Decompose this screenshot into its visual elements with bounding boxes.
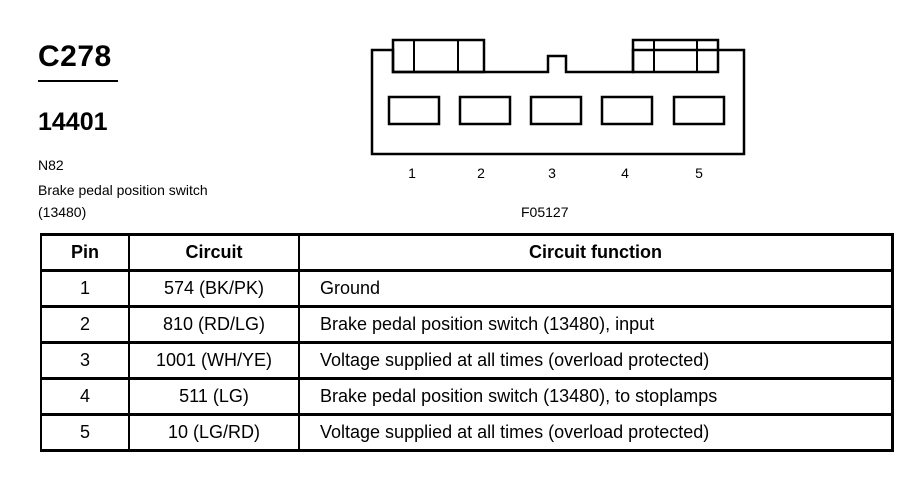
right-lock-tab	[631, 38, 720, 74]
cell-circuit: 511 (LG)	[130, 380, 300, 416]
terminal-cavity-1	[387, 95, 441, 126]
pin-label-3: 3	[548, 165, 556, 181]
component-code: N82	[38, 157, 64, 173]
terminal-cavity-3	[529, 95, 583, 126]
header-circuit: Circuit	[130, 236, 300, 272]
cell-circuit-function: Voltage supplied at all times (overload …	[320, 422, 710, 442]
cell-circuit-function: Ground	[300, 272, 891, 308]
terminal-cavity-2	[458, 95, 512, 126]
table-row: 4 511 (LG) Brake pedal position switch (…	[42, 380, 891, 416]
pin-label-2: 2	[477, 165, 485, 181]
connector-face-diagram: 1 2 3 4 5	[370, 38, 746, 181]
cell-circuit: 574 (BK/PK)	[130, 272, 300, 308]
connector-body-outline	[370, 48, 746, 156]
header-pin: Pin	[42, 236, 130, 272]
part-number: 14401	[38, 108, 108, 136]
table-row: 2 810 (RD/LG) Brake pedal position switc…	[42, 308, 891, 344]
left-lock-tab	[391, 38, 486, 74]
cell-circuit-function: Voltage supplied at all times (overload …	[300, 344, 891, 380]
connector-id: C278	[38, 40, 112, 73]
component-name: Brake pedal position switch (13480)	[38, 182, 208, 220]
cell-circuit-function: Brake pedal position switch (13480), inp…	[300, 308, 891, 344]
pin-label-5: 5	[695, 165, 703, 181]
header-circuit-function: Circuit function	[300, 236, 891, 272]
cell-circuit-function: Brake pedal position switch (13480), to …	[300, 380, 891, 416]
terminal-cavity-5	[672, 95, 726, 126]
cell-circuit: 810 (RD/LG)	[130, 308, 300, 344]
cell-pin: 4	[42, 380, 130, 416]
cell-circuit: 10 (LG/RD)	[130, 416, 300, 449]
cell-pin: 1	[42, 272, 130, 308]
table-header-row: Pin Circuit Circuit function	[42, 236, 891, 272]
pinout-table: Pin Circuit Circuit function 1 574 (BK/P…	[40, 233, 894, 452]
terminal-cavity-4	[600, 95, 654, 126]
table-row: 3 1001 (WH/YE) Voltage supplied at all t…	[42, 344, 891, 380]
figure-code: F05127	[521, 204, 569, 220]
cell-pin: 5	[42, 416, 130, 449]
table-row: 1 574 (BK/PK) Ground	[42, 272, 891, 308]
table-row: 5 10 (LG/RD) Voltage supplied at all tim…	[42, 416, 891, 449]
pin-label-4: 4	[621, 165, 629, 181]
title-underline	[38, 80, 118, 82]
cell-pin: 2	[42, 308, 130, 344]
cell-pin: 3	[42, 344, 130, 380]
pin-label-1: 1	[408, 165, 416, 181]
cell-circuit: 1001 (WH/YE)	[130, 344, 300, 380]
